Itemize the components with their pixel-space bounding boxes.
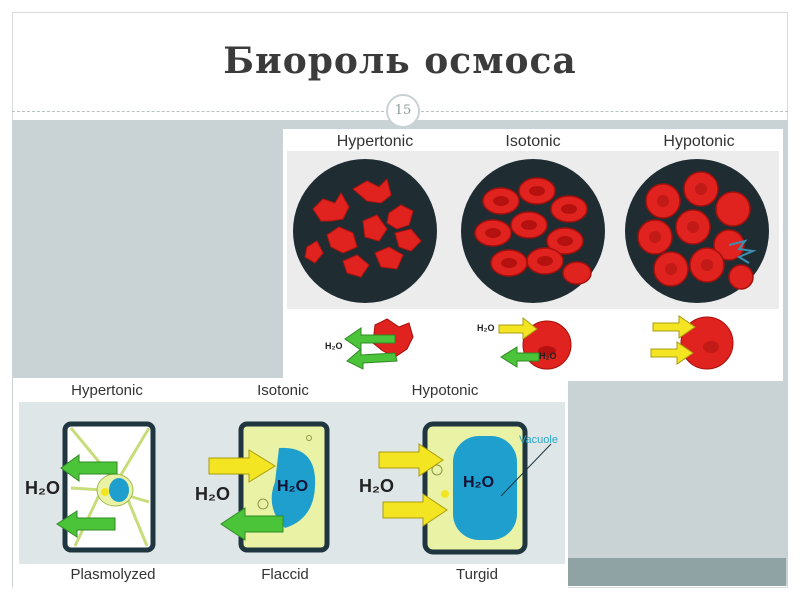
plant-osmosis-figure: Hypertonic Isotonic Hypotonic	[13, 378, 568, 588]
state-label-plasmolyzed: Plasmolyzed	[70, 566, 156, 583]
page-number-badge: 15	[386, 94, 420, 128]
rbc-label-isotonic: Isotonic	[505, 133, 561, 150]
hypertonic-dish	[293, 159, 437, 303]
state-label-turgid: Turgid	[456, 566, 498, 583]
plasmolyzed-cell	[56, 421, 156, 553]
plant-h2o-label-hypotonic: H₂O	[359, 476, 394, 496]
plant-label-isotonic: Isotonic	[257, 382, 309, 399]
bottom-accent-strip	[568, 558, 786, 586]
isotonic-single-cell	[498, 316, 572, 370]
plant-h2o-inside-isotonic: H₂O	[277, 478, 309, 495]
isotonic-dish	[461, 159, 605, 303]
turgid-cell	[378, 421, 552, 555]
plant-illustration	[19, 402, 565, 564]
rbc-h2o-label-hypertonic: H₂O	[325, 341, 343, 351]
plant-h2o-label-hypertonic: H₂O	[25, 478, 60, 498]
rbc-illustration	[287, 151, 779, 370]
rbc-osmosis-figure: Hypertonic Isotonic Hypotonic	[283, 129, 783, 381]
flaccid-cell	[208, 421, 330, 553]
rbc-label-hypertonic: Hypertonic	[336, 133, 414, 150]
plant-h2o-inside-turgid: H₂O	[463, 474, 495, 491]
rbc-label-hypotonic: Hypotonic	[663, 133, 735, 150]
hypertonic-single-cell	[344, 318, 414, 370]
vacuole-label: Vacuole	[519, 434, 558, 446]
hypotonic-single-cell	[650, 315, 734, 370]
plant-label-hypotonic: Hypotonic	[411, 382, 479, 399]
slide-title: Биороль осмоса	[223, 40, 577, 82]
rbc-h2o-label-isotonic-out: H₂O	[539, 351, 557, 361]
plant-h2o-label-isotonic: H₂O	[195, 484, 230, 504]
rbc-h2o-label-isotonic-in: H₂O	[477, 323, 495, 333]
hypotonic-dish	[625, 159, 769, 303]
plant-label-hypertonic: Hypertonic	[71, 382, 143, 399]
state-label-flaccid: Flaccid	[261, 566, 309, 583]
